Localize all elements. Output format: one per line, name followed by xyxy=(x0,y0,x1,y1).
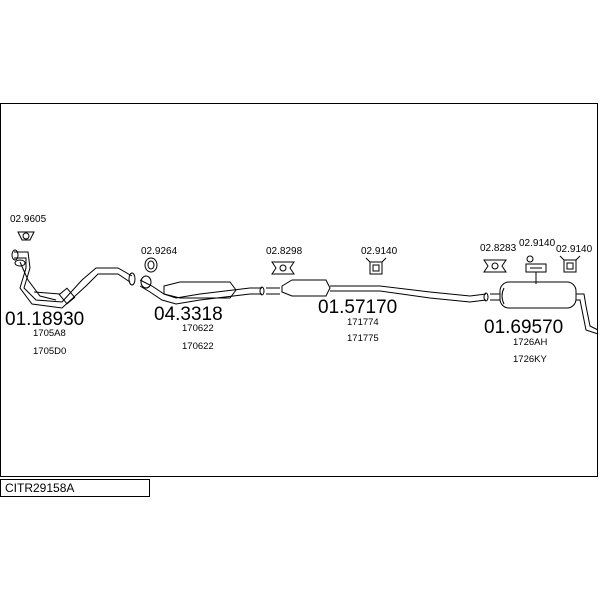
oem-ref-catalytic-converter-1: 170622 xyxy=(182,323,214,334)
fitting-number-clamp-rear: 02.8283 xyxy=(480,243,517,254)
oem-ref-front-pipe-2: 1705D0 xyxy=(33,346,66,357)
fitting-number-gasket-front: 02.9605 xyxy=(10,214,47,225)
oem-ref-rear-silencer-2: 1726KY xyxy=(513,354,547,365)
clamp-centre-icon xyxy=(271,261,295,275)
rubber-rear-a-icon xyxy=(525,255,547,284)
diagram-code: CITR29158A xyxy=(5,481,75,495)
gasket-front-icon xyxy=(17,231,35,241)
fitting-number-rubber-rear-b: 02.9140 xyxy=(556,244,593,255)
oem-ref-front-pipe-1: 1705A8 xyxy=(33,328,66,339)
oem-ref-centre-silencer-2: 171775 xyxy=(347,333,379,344)
diagram-frame xyxy=(0,103,598,477)
fitting-number-clamp-centre: 02.8298 xyxy=(266,246,303,257)
catalytic-converter-drawing xyxy=(139,279,265,305)
fitting-number-rubber-rear-a: 02.9140 xyxy=(519,238,556,249)
oem-ref-rear-silencer-1: 1726AH xyxy=(513,337,547,348)
part-number-rear-silencer: 01.69570 xyxy=(484,317,563,338)
rear-silencer-drawing xyxy=(490,281,599,335)
rubber-centre-icon xyxy=(365,257,387,275)
clamp-rear-icon xyxy=(483,259,507,273)
fitting-number-clamp-cat: 02.9264 xyxy=(141,246,178,257)
oem-ref-centre-silencer-1: 171774 xyxy=(347,317,379,328)
part-number-catalytic-converter: 04.3318 xyxy=(154,304,223,325)
oem-ref-catalytic-converter-2: 170622 xyxy=(182,341,214,352)
centre-silencer-drawing xyxy=(266,279,489,303)
front-pipe-drawing xyxy=(11,249,136,309)
rubber-rear-b-icon xyxy=(559,255,581,273)
diagram-code-box: CITR29158A xyxy=(0,479,150,497)
part-number-front-pipe: 01.18930 xyxy=(5,309,84,330)
part-number-centre-silencer: 01.57170 xyxy=(318,297,397,318)
clamp-cat-icon xyxy=(140,257,158,289)
fitting-number-rubber-centre: 02.9140 xyxy=(361,246,398,257)
